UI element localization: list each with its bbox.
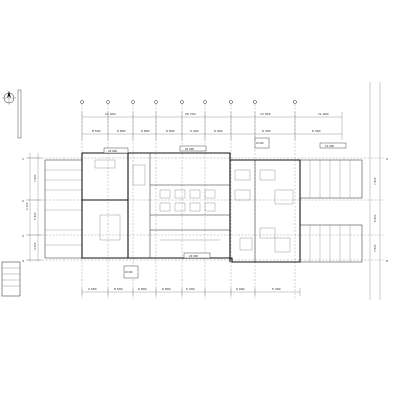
north-arrow-icon <box>2 91 16 105</box>
dim-bottom-3: 6 800 <box>138 287 147 291</box>
dim-left-1: 7 600 <box>33 174 37 182</box>
dim-bottom-1: 2 500 <box>88 287 97 291</box>
dim-left-2: 5 400 <box>33 212 37 220</box>
dim-bottom-4: 6 800 <box>162 287 171 291</box>
top-dimension-lines: 11 900 26 700 13 500 11 900 8 500 6 800 … <box>81 112 343 140</box>
dim-top-inner-4: 6 800 <box>166 129 175 133</box>
room-label-3: 20 000 <box>189 254 198 258</box>
dim-top-inner-8: 6 300 <box>312 129 321 133</box>
hatched-wing-right <box>299 159 363 263</box>
dim-right-1: 7 600 <box>373 177 377 185</box>
dim-top-inner-6: 6 000 <box>214 129 223 133</box>
dim-bottom-6: 6 000 <box>236 287 245 291</box>
room-label-group: 20 000 20 000 20 000 20 000 10 000 10 00… <box>103 137 347 279</box>
room-label-6: 10 000 <box>325 144 334 148</box>
grid-bubbles <box>80 100 297 104</box>
room-label-2: 20 000 <box>108 149 117 153</box>
dim-left-4: 2 100 <box>25 202 29 210</box>
grid-tag-4: 4 <box>22 259 24 263</box>
legend-box <box>1 261 21 297</box>
dim-top-inner-7: 6 300 <box>262 129 271 133</box>
dim-top-inner-2: 6 800 <box>117 129 126 133</box>
dim-bottom-7: 5 300 <box>272 287 281 291</box>
dim-top-inner-3: 6 800 <box>141 129 150 133</box>
building-outline <box>81 152 301 263</box>
dim-bottom-2: 8 500 <box>114 287 123 291</box>
dim-top-outer-3: 13 500 <box>260 112 271 116</box>
interior-fixtures <box>94 159 294 253</box>
dim-right-2: 6 800 <box>373 214 377 222</box>
room-label-4: 20 000 <box>125 271 133 274</box>
grid-tag-1: 1 <box>22 157 24 161</box>
room-label-5: 10 000 <box>256 142 264 145</box>
grid-tag-6: 6 <box>386 259 388 263</box>
dim-top-outer-4: 11 900 <box>318 112 329 116</box>
room-label-1: 20 000 <box>185 147 194 151</box>
dim-top-inner-1: 8 500 <box>92 129 101 133</box>
grid-tag-5: 5 <box>386 157 388 161</box>
dim-bottom-5: 5 200 <box>186 287 195 291</box>
right-dimension-lines: 7 600 6 800 7 600 <box>373 177 377 252</box>
hatched-wing-left <box>44 159 83 259</box>
dim-top-outer-2: 26 700 <box>185 112 196 116</box>
dim-top-inner-5: 5 200 <box>190 129 199 133</box>
bottom-dimension-lines: 2 500 8 500 6 800 6 800 5 200 6 000 5 30… <box>81 287 301 296</box>
grid-tag-2: 2 <box>22 199 24 203</box>
dim-left-3: 3 200 <box>33 242 37 250</box>
drawing-title-label <box>17 89 22 139</box>
grid-tag-3: 3 <box>22 234 24 238</box>
grid-axes <box>28 82 385 300</box>
grid-tag-group: 1 2 3 4 5 6 <box>22 157 388 263</box>
dim-right-3: 7 600 <box>373 244 377 252</box>
left-dimension-lines: 7 600 5 400 3 200 2 100 <box>25 153 42 262</box>
dim-top-outer-1: 11 900 <box>105 112 116 116</box>
